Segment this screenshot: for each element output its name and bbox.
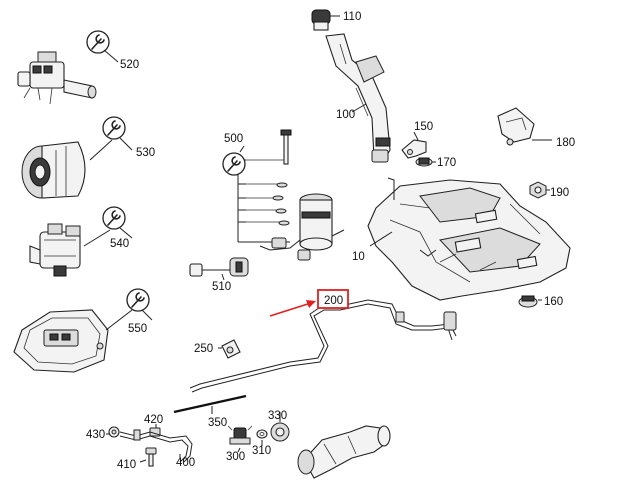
label-200: 200 xyxy=(324,295,343,307)
part-150-bracket xyxy=(401,139,427,159)
label-300: 300 xyxy=(226,451,245,463)
label-170: 170 xyxy=(437,157,456,169)
part-550-assembly xyxy=(13,309,109,373)
part-530-assembly xyxy=(21,141,86,199)
label-310: 310 xyxy=(252,445,271,457)
part-330-flange xyxy=(270,422,290,442)
label-540: 540 xyxy=(110,238,129,250)
label-10: 10 xyxy=(352,251,365,263)
part-500-kit xyxy=(237,129,345,261)
part-350-line xyxy=(173,394,247,414)
wrench-icon xyxy=(86,30,110,54)
arrow-icon xyxy=(269,300,316,317)
part-10-fuel-tank xyxy=(367,177,571,301)
highlight-box-200 xyxy=(317,289,349,309)
part-430-clamp xyxy=(108,426,120,438)
label-420: 420 xyxy=(144,414,163,426)
part-410-screw xyxy=(145,447,157,467)
label-110: 110 xyxy=(343,11,361,23)
label-430: 430 xyxy=(86,429,105,441)
part-300-valve xyxy=(227,425,253,445)
label-150: 150 xyxy=(414,121,433,133)
label-350: 350 xyxy=(208,417,227,429)
wrench-icon xyxy=(222,152,246,176)
label-530: 530 xyxy=(136,147,155,159)
label-510: 510 xyxy=(212,281,231,293)
part-160-plug xyxy=(518,295,538,308)
part-310-oring xyxy=(256,429,268,439)
part-190-nut xyxy=(529,181,547,199)
label-500: 500 xyxy=(224,133,243,145)
part-180-bracket xyxy=(497,107,535,146)
part-170-grommet xyxy=(415,157,433,167)
part-250-clip xyxy=(221,339,241,359)
label-400: 400 xyxy=(176,457,195,469)
label-550: 550 xyxy=(128,323,147,335)
label-330: 330 xyxy=(268,410,287,422)
wrench-icon xyxy=(102,206,126,230)
part-100-filler-neck xyxy=(325,33,391,163)
label-410: 410 xyxy=(117,459,136,471)
label-250: 250 xyxy=(194,343,213,355)
part-510-connector xyxy=(189,257,249,277)
label-100: 100 xyxy=(336,109,355,121)
label-180: 180 xyxy=(556,137,575,149)
label-520: 520 xyxy=(120,59,139,71)
part-110-cap xyxy=(311,9,331,31)
wrench-icon xyxy=(102,116,126,140)
part-330-tube xyxy=(297,425,391,479)
label-160: 160 xyxy=(544,296,563,308)
label-190: 190 xyxy=(550,187,569,199)
part-520-assembly xyxy=(17,51,97,105)
wrench-icon xyxy=(126,288,150,312)
part-400-hose xyxy=(119,429,193,463)
part-540-assembly xyxy=(29,223,81,277)
